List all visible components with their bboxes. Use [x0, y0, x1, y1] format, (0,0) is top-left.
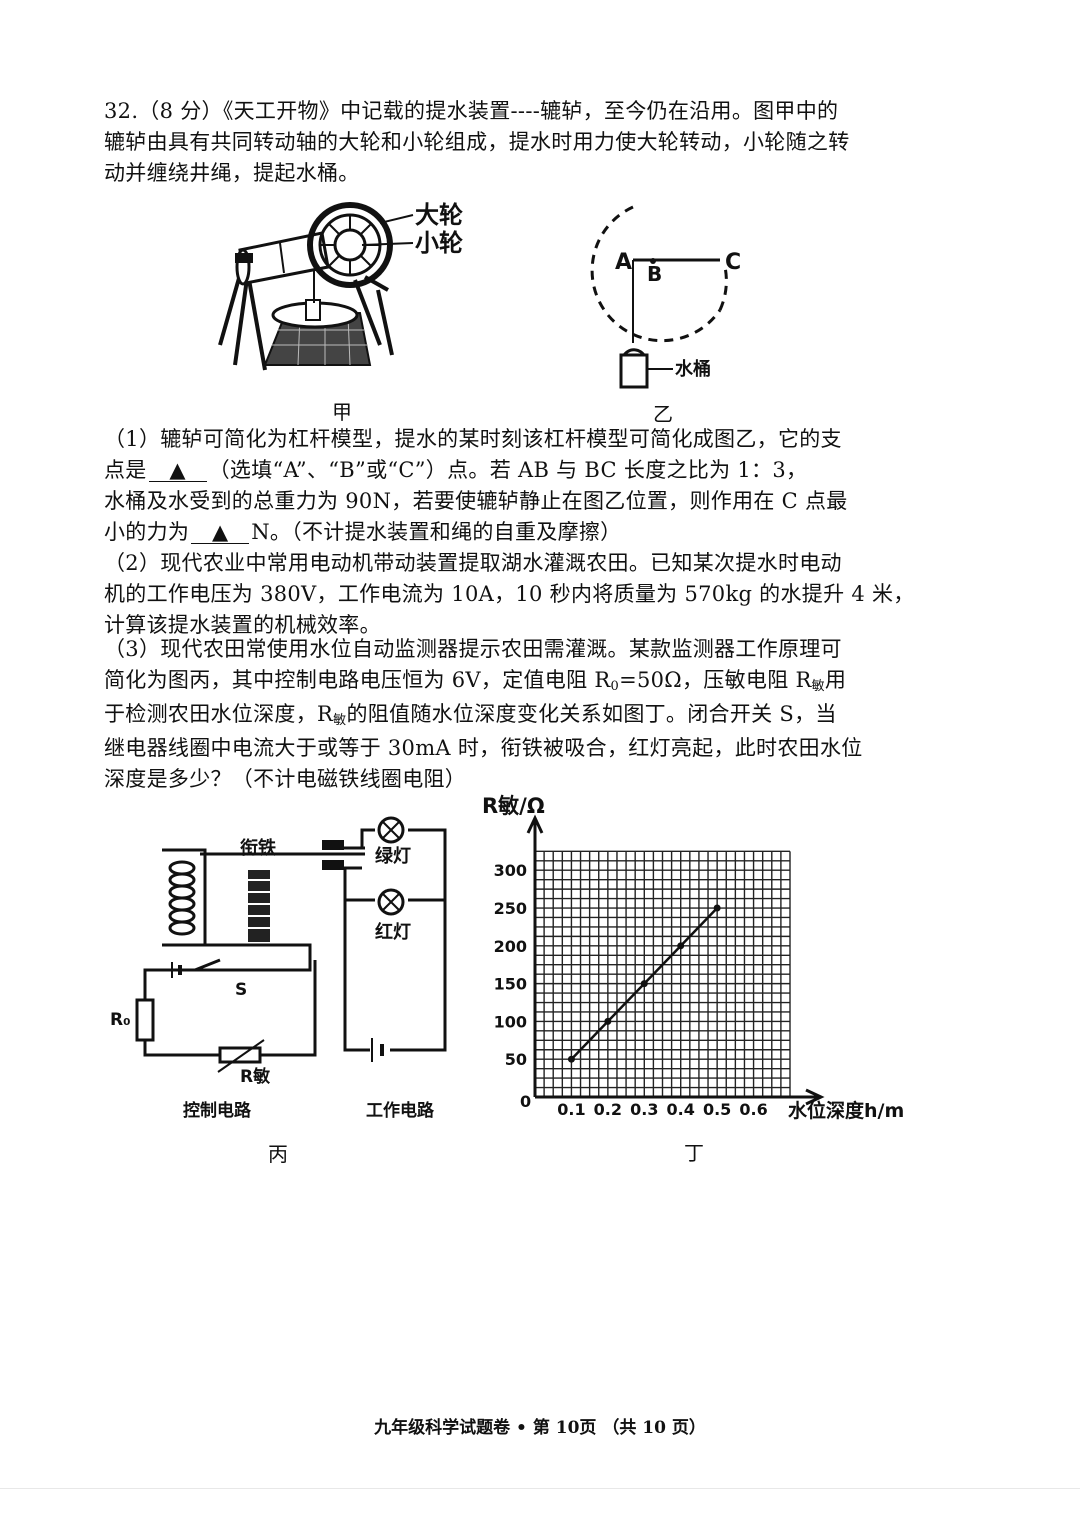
part1-line: （1）辘轳可简化为杠杆模型，提水的某时刻该杠杆模型可简化成图乙，它的支 — [104, 427, 842, 451]
point-b-label: B — [647, 262, 662, 286]
x-tick-label: 0.4 — [667, 1100, 695, 1119]
part3-line: 简化为图丙，其中控制电路电压恒为 6V，定值电阻 R0=50Ω，压敏电阻 R敏用 — [104, 668, 847, 694]
page-footer: 九年级科学试题卷 • 第 10页 （共 10 页） — [374, 1418, 706, 1438]
part-3: （3）现代农田常使用水位自动监测器提示农田需灌溉。某款监测器工作原理可 简化为图… — [104, 634, 924, 795]
big-wheel — [307, 202, 393, 288]
part-1: （1）辘轳可简化为杠杆模型，提水的某时刻该杠杆模型可简化成图乙，它的支 点是▲（… — [104, 424, 924, 548]
point-c-label: C — [725, 250, 741, 275]
chart-grid — [535, 850, 791, 1097]
data-point — [713, 904, 721, 912]
switch-s — [194, 958, 221, 972]
bucket-icon — [619, 353, 649, 389]
y-tick-label: 200 — [494, 937, 527, 956]
figure-ding-caption: 丁 — [684, 1141, 704, 1165]
question-line: 辘轳由具有共同转动轴的大轮和小轮组成，提水时用力使大轮转动，小轮随之转 — [104, 130, 850, 154]
electromagnet — [248, 870, 270, 942]
red-lamp-label: 红灯 — [375, 921, 411, 943]
green-lamp-icon — [377, 816, 405, 844]
part3-line: 继电器线圈中电流大于或等于 30mA 时，衔铁被吸合，红灯亮起，此时农田水位 — [104, 736, 863, 760]
coil-left — [168, 860, 196, 936]
red-lamp-icon — [377, 888, 405, 916]
part1-line: 水桶及水受到的总重力为 90N，若要使辘轳静止在图乙位置，则作用在 C 点最 — [104, 489, 848, 513]
chart-ticks: 0.1 0.2 0.3 0.4 0.5 0.6 50 100 150 200 250 300 — [494, 861, 768, 1119]
control-circuit-label: 控制电路 — [183, 1100, 252, 1121]
part2-line: 机的工作电压为 380V，工作电流为 10A，10 秒内将质量为 570kg 的… — [104, 582, 915, 606]
part3-line: 深度是多少？（不计电磁铁线圈电阻） — [104, 767, 467, 791]
data-point — [604, 1017, 612, 1025]
figure-yi-lever: A B C 水桶 — [590, 205, 741, 389]
chart-series — [567, 904, 721, 1063]
bucket-label: 水桶 — [675, 358, 711, 380]
data-point — [567, 1055, 575, 1063]
y-axis-arrow — [526, 814, 544, 834]
chart-y-axis-label: R敏/Ω — [482, 794, 545, 818]
x-axis-arrow — [805, 1088, 825, 1106]
figure-bing-caption: 丙 — [268, 1142, 288, 1166]
answer-blank-1: ▲ — [148, 459, 207, 482]
y-tick-label: 250 — [494, 899, 527, 918]
part3-line: （3）现代农田常使用水位自动监测器提示农田需灌溉。某款监测器工作原理可 — [104, 637, 842, 661]
part3-line: 于检测农田水位深度，R敏的阻值随水位深度变化关系如图丁。闭合开关 S，当 — [104, 702, 837, 728]
x-tick-label: 0.5 — [703, 1100, 731, 1119]
data-point — [640, 980, 648, 988]
pressure-resistor — [218, 1046, 262, 1064]
part1-line: 点是▲（选填“A”、“B”或“C”）点。若 AB 与 BC 长度之比为 1：3， — [104, 458, 808, 482]
point-a-label: A — [615, 250, 632, 275]
x-tick-label: 0.3 — [630, 1100, 658, 1119]
r0-label: R₀ — [110, 1010, 131, 1030]
switch-label: S — [235, 980, 247, 1000]
question-line: 动并缠绕井绳，提起水桶。 — [104, 161, 360, 185]
green-lamp-label: 绿灯 — [375, 845, 411, 867]
y-tick-label: 300 — [494, 861, 527, 880]
data-point — [677, 942, 685, 950]
figure-jia-caption: 甲 — [332, 400, 352, 424]
figure-ding-chart: 0.1 0.2 0.3 0.4 0.5 0.6 50 100 150 200 250 300 R敏/Ω… — [482, 794, 904, 1122]
question-line: 32.（8 分）《天工开物》中记载的提水装置----辘轳，至今仍在沿用。图甲中的 — [104, 99, 839, 123]
chart-x-axis-label: 水位深度h/m — [788, 1099, 904, 1122]
figure-bing-circuit: 衔铁 绿灯 红灯 S R₀ R敏 控制电路 工作电路 — [110, 816, 447, 1121]
answer-blank-2: ▲ — [191, 521, 250, 544]
small-wheel — [333, 228, 367, 262]
x-tick-label: 0.2 — [594, 1100, 622, 1119]
part2-line: （2）现代农业中常用电动机带动装置提取湖水灌溉农田。已知某次提水时电动 — [104, 551, 842, 575]
figure-yi-caption: 乙 — [653, 402, 673, 426]
y-tick-label: 150 — [494, 975, 527, 994]
part2-line: 计算该提水装置的机械效率。 — [104, 613, 381, 637]
x-tick-label: 0.6 — [739, 1100, 767, 1119]
y-tick-label: 50 — [505, 1050, 527, 1069]
y-tick-label: 100 — [494, 1012, 527, 1031]
part1-line: 小的力为▲N。（不计提水装置和绳的自重及摩擦） — [104, 520, 622, 544]
chart-origin-label: 0 — [520, 1092, 531, 1111]
x-tick-label: 0.1 — [557, 1100, 585, 1119]
r-pressure-label: R敏 — [240, 1066, 270, 1087]
wheel-circle-dashed — [590, 205, 722, 343]
armature-label: 衔铁 — [240, 837, 276, 859]
question-stem: 32.（8 分）《天工开物》中记载的提水装置----辘轳，至今仍在沿用。图甲中的… — [104, 96, 924, 189]
chart-axes — [526, 814, 825, 1106]
small-wheel-label: 小轮 — [415, 229, 463, 257]
resistor-r0 — [135, 998, 155, 1042]
work-circuit-label: 工作电路 — [366, 1100, 435, 1121]
part-2: （2）现代农业中常用电动机带动装置提取湖水灌溉农田。已知某次提水时电动 机的工作… — [104, 548, 924, 641]
bottom-divider — [0, 1488, 1080, 1489]
big-wheel-label: 大轮 — [415, 201, 463, 229]
figure-jia-windlass: 大轮 小轮 — [218, 201, 463, 371]
